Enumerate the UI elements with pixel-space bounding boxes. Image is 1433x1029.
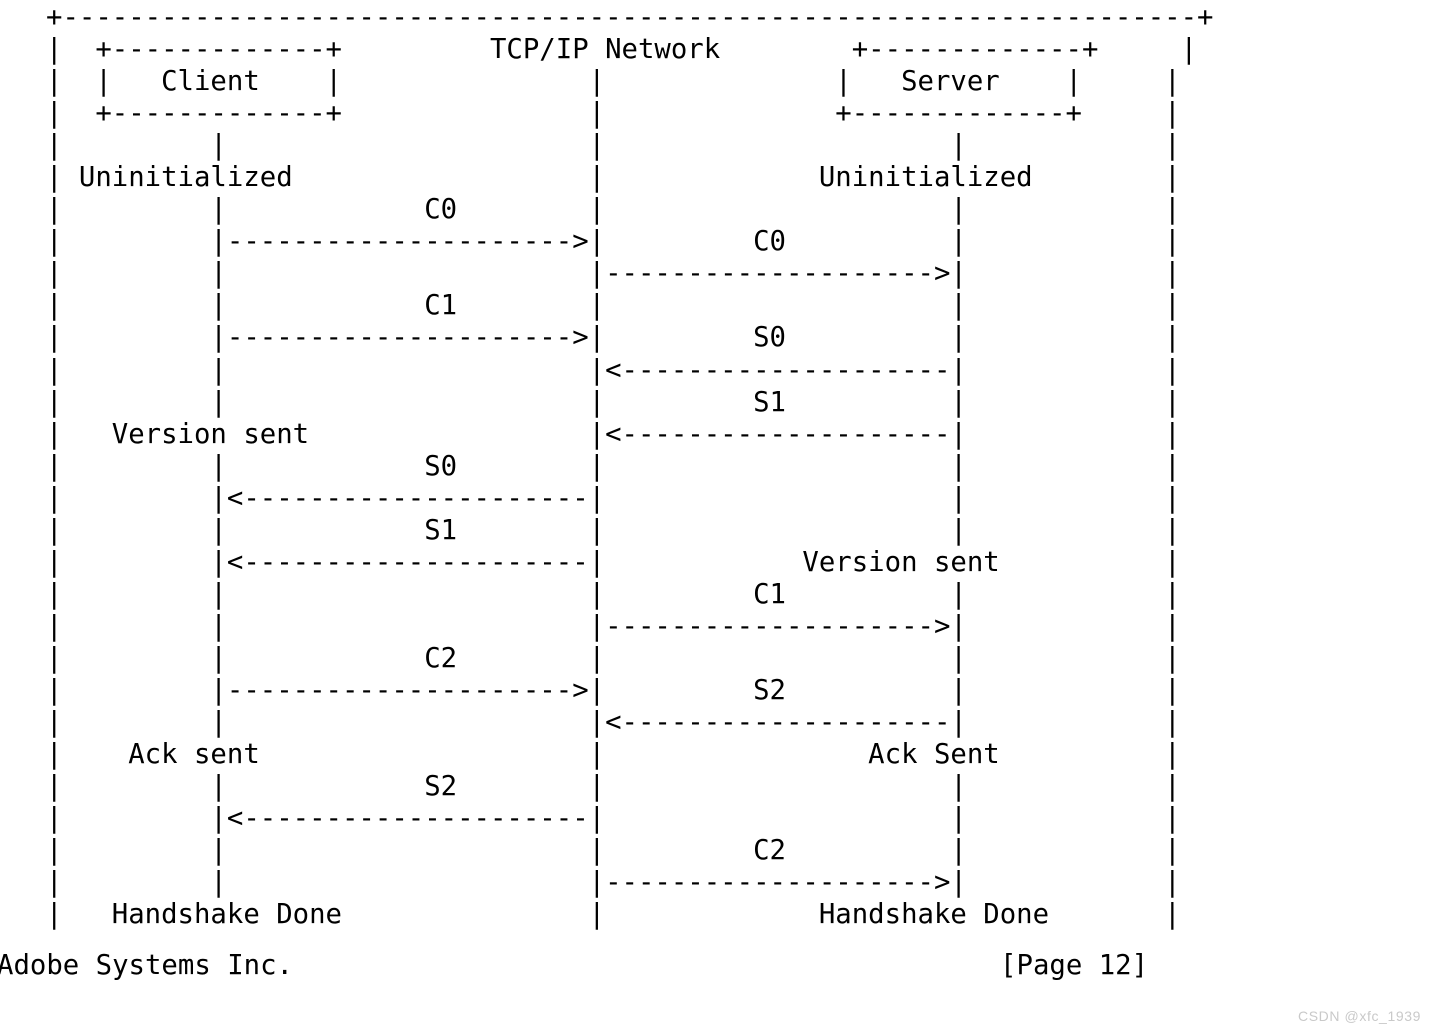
- page-footer-line: Adobe Systems Inc. [Page 12]: [0, 950, 1149, 981]
- csdn-watermark: CSDN @xfc_1939: [1298, 1008, 1421, 1024]
- rtmp-handshake-sequence-diagram: +---------------------------------------…: [46, 2, 1214, 931]
